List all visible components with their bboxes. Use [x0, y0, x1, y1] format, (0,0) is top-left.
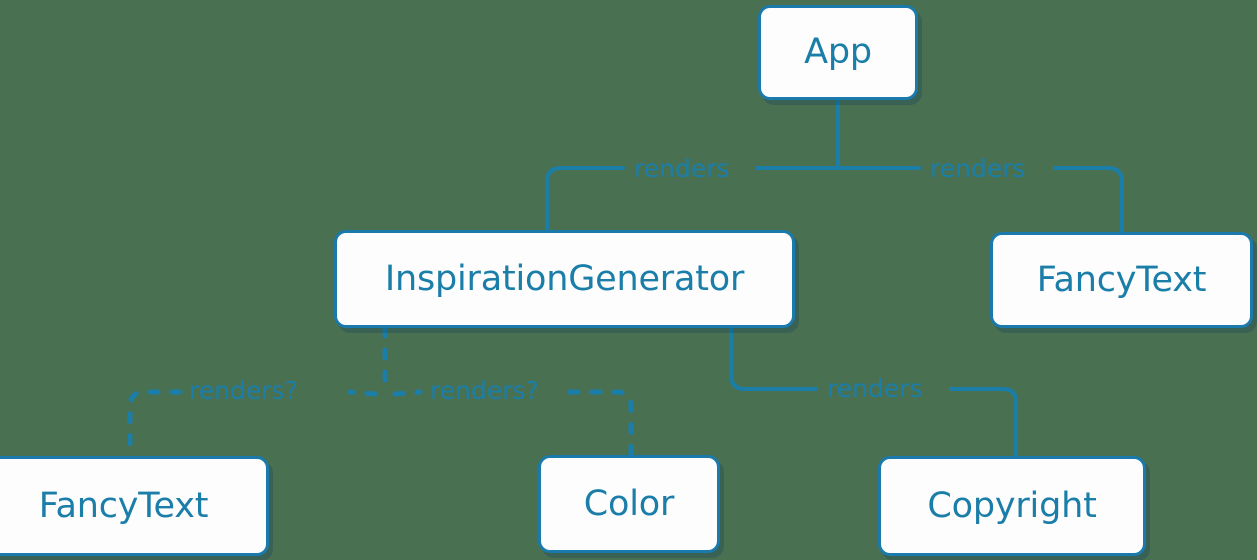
node-inspirationgenerator-label: InspirationGenerator [384, 258, 745, 299]
node-app[interactable]: App [758, 5, 918, 100]
node-fancytext-bottom-label: FancyText [38, 485, 209, 526]
edge-app-to-fancytext-right-b [1053, 166, 1124, 234]
node-fancytext-bottom[interactable]: FancyText [0, 456, 269, 556]
node-app-label: App [804, 32, 872, 72]
edge-inspirationgenerator-to-fancytext-bottom-a [347, 389, 378, 397]
node-copyright-label: Copyright [927, 485, 1097, 526]
edge-label-inspirationgenerator-to-fancytext-bottom: renders? [189, 376, 298, 405]
edge-label-app-to-inspirationgenerator: renders [634, 154, 730, 183]
node-fancytext-right[interactable]: FancyText [990, 232, 1253, 328]
edge-label-app-to-fancytext-right: renders [930, 154, 1026, 183]
node-fancytext-right-label: FancyText [1036, 259, 1207, 300]
edge-inspirationgenerator-to-fancytext-bottom-b [127, 389, 183, 458]
node-inspirationgenerator[interactable]: InspirationGenerator [334, 230, 795, 328]
edge-label-inspirationgenerator-to-copyright: renders [827, 374, 923, 403]
node-color-label: Color [583, 483, 675, 524]
edge-inspirationgenerator-to-color-a [392, 389, 423, 397]
node-color[interactable]: Color [538, 455, 720, 553]
edge-label-inspirationgenerator-to-color: renders? [430, 376, 539, 405]
node-copyright[interactable]: Copyright [878, 456, 1146, 556]
edge-inspirationgenerator-to-color-b [567, 389, 634, 458]
edge-inspirationgenerator-to-copyright-a [729, 326, 818, 391]
edge-app-to-inspirationgenerator-b [545, 166, 625, 232]
edge-inspirationgenerator-to-copyright-b [949, 387, 1018, 458]
